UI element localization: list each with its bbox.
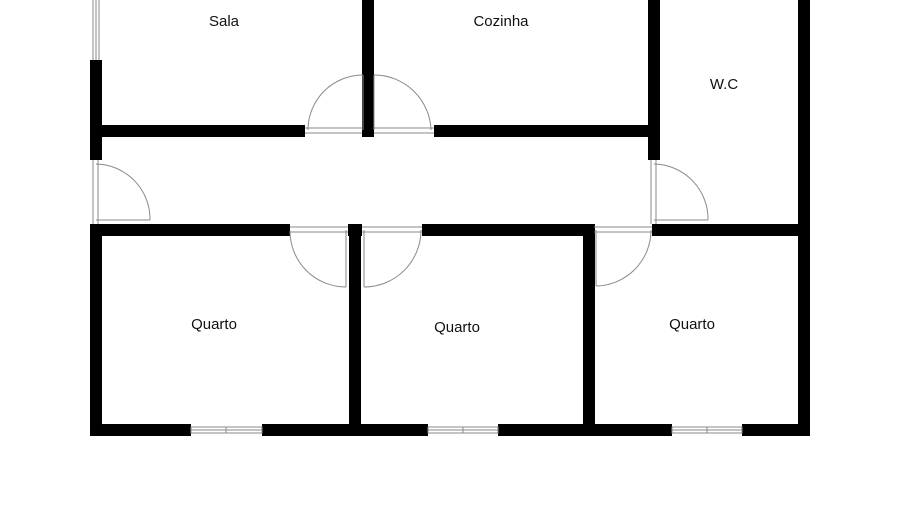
door-wc <box>650 160 709 224</box>
window-bottom-right <box>671 426 743 434</box>
wall-bottom-3 <box>498 424 672 436</box>
room-label-quarto-right: Quarto <box>669 316 715 333</box>
wall-bottom-1 <box>90 424 191 436</box>
window-bottom-left <box>190 426 263 434</box>
wall-sala-bottom <box>90 125 305 137</box>
door-entrance-left <box>92 160 151 224</box>
wall-bottom-2 <box>262 424 428 436</box>
wall-quartos-top-1 <box>90 224 290 236</box>
room-label-wc: W.C <box>710 76 738 93</box>
wall-sala-cozinha-divider <box>362 0 374 137</box>
doors <box>92 74 709 288</box>
room-label-sala: Sala <box>209 13 240 30</box>
windows <box>92 0 743 434</box>
room-label-quarto-center: Quarto <box>434 319 480 336</box>
door-cozinha <box>373 74 434 134</box>
wall-cozinha-wc-divider <box>648 0 660 160</box>
window-left-top <box>92 0 100 60</box>
walls <box>90 0 810 436</box>
window-bottom-center <box>427 426 499 434</box>
door-quarto-left <box>289 226 348 288</box>
door-quarto-right <box>594 226 652 287</box>
room-label-cozinha: Cozinha <box>473 13 529 30</box>
wall-left-lower <box>90 224 102 436</box>
room-label-quarto-left: Quarto <box>191 316 237 333</box>
wall-cozinha-bottom <box>434 125 660 137</box>
door-sala <box>305 74 364 134</box>
door-quarto-center <box>362 226 422 288</box>
wall-bottom-4 <box>742 424 810 436</box>
wall-left-upper <box>90 60 102 160</box>
wall-quartos-top-4 <box>652 224 810 236</box>
wall-right <box>798 0 810 436</box>
wall-quarto-divider-2 <box>583 224 595 436</box>
wall-quarto-divider-1 <box>349 224 361 436</box>
wall-quartos-top-3 <box>422 224 594 236</box>
